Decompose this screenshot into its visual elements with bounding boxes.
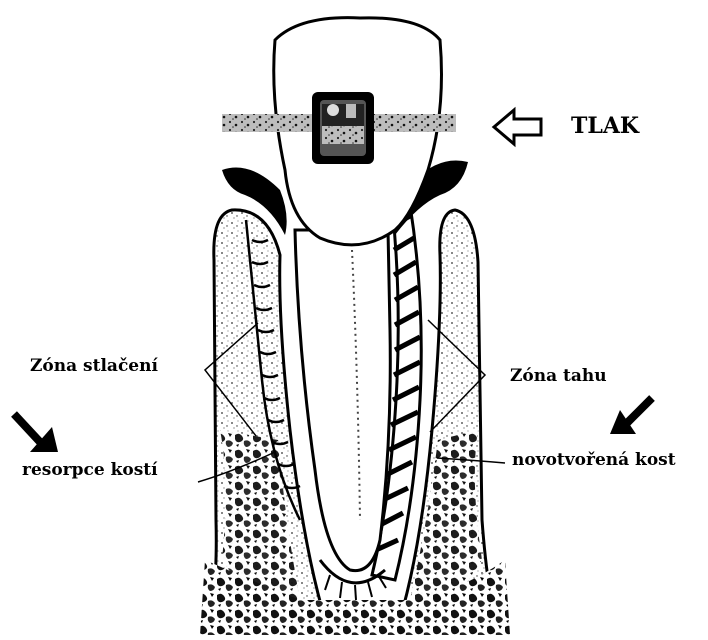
force-arrow-right-icon (610, 398, 652, 434)
pressure-label: TLAK (571, 115, 639, 137)
tooth-root (295, 230, 390, 571)
bone-resorption-label: resorpce kostí (22, 462, 158, 479)
pressure-arrow-icon (494, 110, 541, 144)
compression-zone-label: Zóna stlačení (30, 358, 158, 375)
new-bone-label: novotvořená kost (512, 452, 676, 469)
force-arrow-left-icon (14, 414, 58, 452)
bracket (312, 92, 374, 164)
tension-zone-label: Zóna tahu (510, 368, 607, 385)
